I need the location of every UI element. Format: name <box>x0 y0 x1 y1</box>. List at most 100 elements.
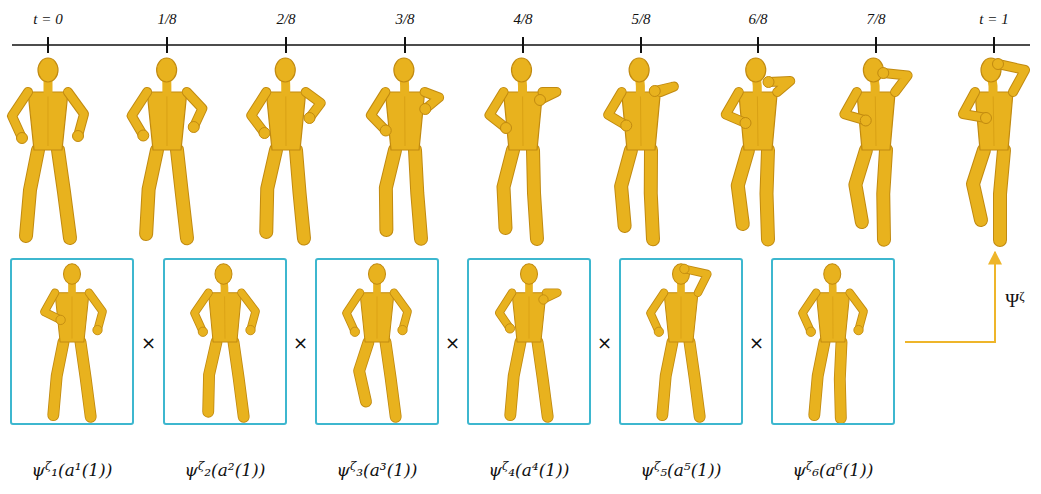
limb-outline <box>499 293 512 329</box>
time-label: 4/8 <box>511 11 534 28</box>
timeline-tick <box>875 37 877 53</box>
glyph: 8 <box>288 11 296 27</box>
time-label: t = 0 <box>31 11 64 28</box>
human-figure <box>608 58 674 239</box>
hand <box>860 115 871 126</box>
limb-outline <box>234 342 244 417</box>
limb <box>346 293 360 332</box>
glyph: / <box>165 11 169 27</box>
limb <box>177 150 187 238</box>
glyph: ζ <box>654 459 660 473</box>
glyph: 0 <box>55 11 63 27</box>
glyph: ) <box>860 460 867 480</box>
glyph: ( <box>58 460 65 480</box>
glyph: 8 <box>407 11 415 27</box>
glyph: ( <box>843 460 850 480</box>
hand <box>806 327 815 336</box>
hand <box>740 118 751 129</box>
glyph: × <box>749 332 764 353</box>
hand <box>304 113 315 124</box>
limb-outline <box>533 150 537 239</box>
head <box>824 264 841 284</box>
limb <box>266 150 276 232</box>
limb <box>767 150 769 240</box>
head <box>369 264 386 284</box>
limb <box>12 92 28 138</box>
time-label: 3/8 <box>393 11 416 28</box>
glyph: 1 <box>697 460 708 480</box>
human-figure <box>650 264 707 417</box>
glyph: = <box>987 11 997 27</box>
limb <box>533 150 537 239</box>
limb-outline <box>802 293 816 332</box>
glyph: ₂ <box>204 460 211 480</box>
human-figure <box>12 58 84 238</box>
hand <box>350 327 359 336</box>
limb <box>386 150 395 230</box>
limb <box>855 150 866 222</box>
limb-outline <box>386 150 395 230</box>
limb <box>651 150 653 239</box>
glyph: Ψ <box>1005 290 1019 311</box>
hand <box>138 130 149 141</box>
human-figure <box>194 264 255 417</box>
glyph: / <box>639 11 643 27</box>
timeline-tick <box>47 37 49 53</box>
factor-label: ψζ₅(a⁵(1)) <box>641 459 722 480</box>
glyph: ζ <box>198 459 204 473</box>
limb-outline <box>415 150 421 239</box>
limb-outline <box>738 150 748 224</box>
time-label: 5/8 <box>629 11 652 28</box>
head <box>512 58 532 82</box>
limb <box>241 293 255 330</box>
limb-outline <box>973 150 984 220</box>
glyph <box>997 11 1001 27</box>
glyph: 1 <box>545 460 556 480</box>
limb-outline <box>371 92 386 131</box>
hand <box>501 123 512 134</box>
glyph: ψ <box>641 460 654 480</box>
glyph: 7 <box>866 11 874 27</box>
limb-outline <box>12 92 28 138</box>
timeline-tick <box>757 37 759 53</box>
glyph: / <box>521 11 525 27</box>
head <box>521 264 538 284</box>
glyph: = <box>41 11 51 27</box>
glyph: ¹ <box>75 460 82 480</box>
limb <box>58 150 70 238</box>
glyph: ) <box>708 460 715 480</box>
limb <box>89 293 103 330</box>
limb-outline <box>89 293 103 330</box>
limb-outline <box>662 342 672 415</box>
glyph: ψ <box>489 460 502 480</box>
limb <box>1000 150 1004 240</box>
glyph: / <box>284 11 288 27</box>
limb <box>81 342 91 417</box>
glyph: ) <box>259 460 266 480</box>
time-label: 6/8 <box>746 11 769 28</box>
glyph: ₅ <box>660 460 667 480</box>
glyph: / <box>756 11 760 27</box>
glyph: 1 <box>88 460 99 480</box>
limb <box>802 293 816 332</box>
limb-outline <box>690 342 700 417</box>
glyph: 8 <box>525 11 533 27</box>
limb <box>208 342 216 412</box>
limb-outline <box>26 150 38 236</box>
human-figure <box>251 58 321 239</box>
hand <box>17 133 28 144</box>
head <box>673 264 690 284</box>
limb-outline <box>840 342 842 418</box>
limb <box>883 150 886 240</box>
glyph: ₃ <box>356 460 363 480</box>
limb-outline <box>177 150 187 238</box>
glyph: ) <box>411 460 418 480</box>
limb <box>973 150 984 220</box>
glyph: 1 <box>849 460 860 480</box>
time-label: 7/8 <box>864 11 887 28</box>
limb-outline <box>850 293 864 330</box>
glyph: ² <box>228 460 235 480</box>
limb <box>499 293 512 329</box>
hand <box>981 113 992 124</box>
